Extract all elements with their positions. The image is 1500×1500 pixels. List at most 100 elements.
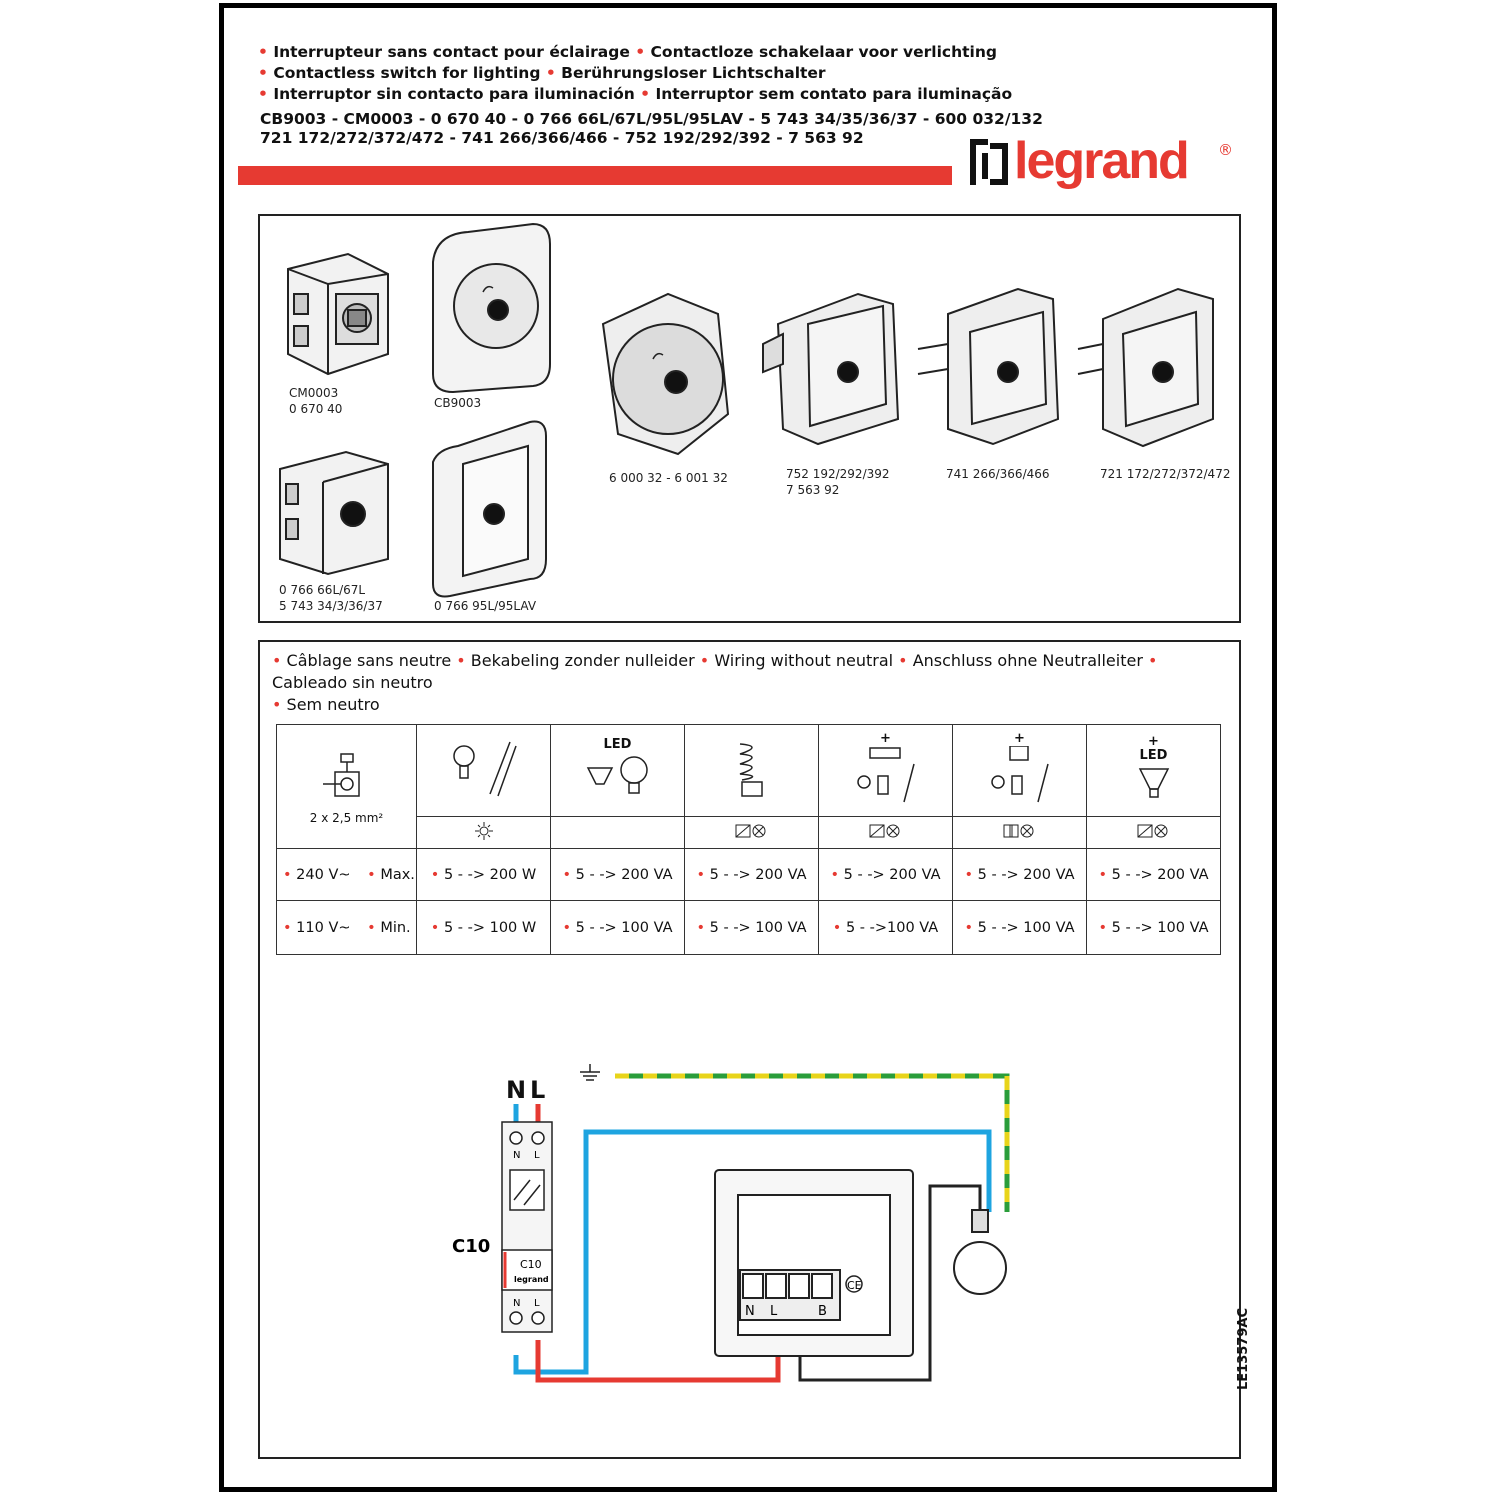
label-L: L — [530, 1076, 545, 1104]
plus-3: + — [1148, 733, 1159, 749]
terminal-L: L — [770, 1304, 778, 1319]
breaker-brand: legrand — [514, 1275, 549, 1284]
terminal-B: B — [818, 1304, 827, 1319]
header-titles: • Interrupteur sans contact pour éclaira… — [258, 42, 1013, 105]
caption-721172: 721 172/272/372/472 — [1100, 467, 1231, 481]
led-label-2: LED — [1139, 747, 1168, 763]
header-line-1: • Interrupteur sans contact pour éclaira… — [258, 43, 997, 61]
breaker-L-bottom: L — [534, 1298, 540, 1309]
ce-mark: CE — [847, 1279, 862, 1292]
electronic-transformer-icon — [990, 745, 1049, 803]
breaker-L-top: L — [534, 1150, 540, 1161]
min-value-4: • 5 - ->100 VA — [818, 900, 953, 955]
switch-module-icon — [714, 1169, 914, 1357]
min-value-2: • 5 - -> 100 VA — [550, 900, 685, 955]
max-row-label: • 240 V~ • Max. — [276, 848, 417, 901]
label-N: N — [506, 1076, 526, 1104]
doc-reference: LE13579AC — [1236, 1308, 1251, 1390]
brand-name: legrand — [1014, 132, 1190, 190]
product-721172-icon — [1077, 287, 1214, 448]
min-label: Min. — [380, 919, 411, 936]
led-label: LED — [603, 737, 632, 752]
product-076695-icon — [432, 420, 547, 598]
caption-741266: 741 266/366/466 — [946, 467, 1050, 481]
max-value-6: • 5 - -> 200 VA — [1086, 848, 1221, 901]
cable-cell: 2 x 2,5 mm² — [276, 724, 417, 849]
plus-2: + — [1014, 731, 1025, 746]
halogen-bulb-icon — [452, 741, 517, 796]
caption-600032: 6 000 32 - 6 001 32 — [609, 471, 728, 485]
header-line-3: • Interruptor sin contacto para iluminac… — [258, 85, 1013, 103]
max-value-2: • 5 - -> 200 VA — [550, 848, 685, 901]
product-752192-icon — [762, 292, 900, 446]
legrand-logo-icon — [970, 139, 1008, 185]
sun-icon — [474, 821, 493, 840]
product-741266-icon — [917, 287, 1060, 446]
page-border — [219, 3, 1277, 1492]
col-incandescent — [416, 724, 551, 817]
min-value-5: • 5 - -> 100 VA — [952, 900, 1087, 955]
ballast-icon-2 — [869, 824, 899, 837]
neutral-wire — [513, 1129, 992, 1375]
min-value-3: • 5 - -> 100 VA — [684, 900, 819, 955]
col-cfl — [684, 724, 819, 817]
led-bulb-icon — [586, 756, 648, 794]
col-led: LED — [550, 724, 685, 817]
terminal-screw-icon — [322, 753, 360, 797]
breaker-icon — [501, 1121, 553, 1333]
lamp-bulb-icon — [953, 1209, 1007, 1295]
earth-wire-stripe — [615, 1073, 1010, 1212]
product-codes: CB9003 - CM0003 - 0 670 40 - 0 766 66L/6… — [260, 110, 1043, 148]
earth-symbol-icon — [580, 1064, 600, 1081]
max-value-1: • 5 - -> 200 W — [416, 848, 551, 901]
wiring-diagram: N L N L C10 legrand N L C10 N L B CE — [452, 1064, 1010, 1383]
codes-line-1: CB9003 - CM0003 - 0 670 40 - 0 766 66L/6… — [260, 110, 1043, 128]
products-panel — [258, 214, 1241, 623]
voltage-110: 110 V~ — [296, 919, 351, 936]
symbol-led-driver — [1086, 816, 1221, 849]
max-value-3: • 5 - -> 200 VA — [684, 848, 819, 901]
symbol-cfl — [684, 816, 819, 849]
breaker-N-top: N — [513, 1150, 520, 1161]
plus-1: + — [880, 731, 891, 746]
max-value-4: • 5 - -> 200 VA — [818, 848, 953, 901]
breaker-rating-small: C10 — [520, 1258, 542, 1271]
header-line-2: • Contactless switch for lighting • Berü… — [258, 64, 826, 82]
switched-wire — [798, 1184, 982, 1382]
terminal-N: N — [745, 1304, 755, 1319]
symbol-ferro — [818, 816, 953, 849]
cable-section: 2 x 2,5 mm² — [309, 811, 384, 825]
ballast-icon — [735, 824, 765, 837]
max-label: Max. — [380, 866, 415, 883]
product-600032-icon — [601, 292, 730, 456]
wiring-title: • Câblage sans neutre • Bekabeling zonde… — [272, 651, 1158, 714]
max-value-5: • 5 - -> 200 VA — [952, 848, 1087, 901]
voltage-240: 240 V~ — [296, 866, 351, 883]
symbol-incandescent — [416, 816, 551, 849]
col-ferro-halogen: + — [818, 724, 953, 817]
transformer-symbol-icon — [1003, 824, 1033, 837]
breaker-N-bottom: N — [513, 1298, 520, 1309]
product-cm0003-icon — [287, 252, 389, 376]
transformer-halogen-icon — [856, 747, 915, 803]
col-led-driver: +LED — [1086, 724, 1221, 817]
symbol-electronic — [952, 816, 1087, 849]
ballast-icon-3 — [1137, 824, 1167, 837]
caption-cb9003: CB9003 — [434, 396, 482, 410]
symbol-led — [550, 816, 685, 849]
min-row-label: • 110 V~ • Min. — [276, 900, 417, 955]
min-value-1: • 5 - -> 100 W — [416, 900, 551, 955]
breaker-rating: C10 — [452, 1236, 490, 1257]
header-red-bar — [238, 166, 952, 185]
codes-line-2: 721 172/272/372/472 - 741 266/366/466 - … — [260, 129, 864, 147]
brand-reg: ® — [1218, 141, 1233, 159]
products-illustrations — [279, 222, 1214, 598]
col-electronic-halogen: + — [952, 724, 1087, 817]
min-value-6: • 5 - -> 100 VA — [1086, 900, 1221, 955]
wiring-panel — [258, 640, 1241, 1459]
led-driver-icon — [1138, 767, 1169, 798]
cfl-bulb-icon — [739, 742, 763, 797]
